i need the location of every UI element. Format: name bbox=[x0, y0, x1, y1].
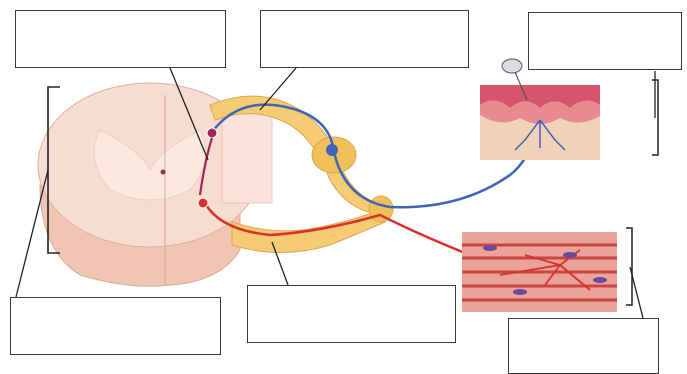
label-box-motor-neuron[interactable] bbox=[247, 285, 456, 343]
motor-cell-body bbox=[198, 198, 208, 208]
label-box-spinal-cord[interactable] bbox=[10, 297, 221, 355]
label-box-sensory-neuron[interactable] bbox=[260, 10, 469, 68]
sensory-cell-body bbox=[326, 144, 338, 156]
muscle-section bbox=[462, 228, 632, 312]
label-box-effector[interactable] bbox=[508, 318, 659, 374]
skin-section bbox=[480, 59, 658, 160]
label-box-receptor[interactable] bbox=[528, 12, 682, 70]
pin-icon bbox=[502, 59, 522, 73]
label-box-interneuron[interactable] bbox=[15, 10, 226, 68]
